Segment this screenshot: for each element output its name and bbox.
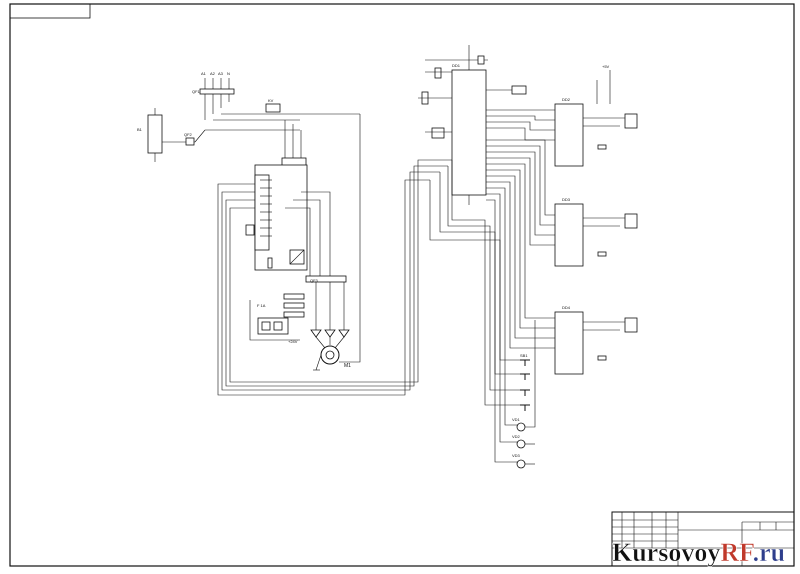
relay-kv xyxy=(265,103,281,113)
led-vd1 xyxy=(516,422,526,432)
button-sb1-label: SB1 xyxy=(520,353,528,358)
led-vd1-label: VD1 xyxy=(512,417,521,422)
stamp-box-top-left xyxy=(9,3,91,19)
connector-dd4 xyxy=(624,317,638,333)
connector-dd2 xyxy=(624,113,638,129)
motor-m1-label: M1 xyxy=(344,363,351,369)
drawing-frame xyxy=(9,3,795,567)
chip-dd3 xyxy=(554,203,584,267)
phase-a-label: A1 xyxy=(201,71,207,76)
chip-dd1-label: DD1 xyxy=(452,63,461,68)
connector-dd3 xyxy=(624,213,638,229)
sensor-block: F 1A +24V xyxy=(249,300,300,344)
chip-dd4 xyxy=(554,311,584,375)
power-input: A1 A2 A3 N QF1 xyxy=(192,71,235,120)
capacitor-c2 xyxy=(597,251,607,257)
fuse-qf2 xyxy=(185,137,195,146)
led-vd3-label: VD3 xyxy=(512,453,521,458)
microcontroller-dd1: DD1 xyxy=(418,45,527,205)
phase-c-label: A3 xyxy=(218,71,224,76)
breaker-qf1-label: QF1 xyxy=(192,89,201,94)
watermark-logo: KursovoyRF.ru xyxy=(612,538,786,568)
capacitor-c1 xyxy=(434,67,442,79)
led-vd2 xyxy=(516,439,526,449)
control-wiring xyxy=(217,159,452,396)
transformer-b1-label: B1 xyxy=(137,127,143,132)
chip-dd4-group: DD4 xyxy=(554,305,638,375)
relay-kv-label: KV xyxy=(268,98,274,103)
chip-dd3-label: DD3 xyxy=(562,197,571,202)
svg-text:KursovoyRF.ru: KursovoyRF.ru xyxy=(612,538,785,567)
chip-dd4-label: DD4 xyxy=(562,305,571,310)
title-block xyxy=(611,511,795,567)
motor-circuit: QF3 M1 xyxy=(283,114,361,371)
chip-dd1 xyxy=(451,69,487,196)
capacitor-c3 xyxy=(597,355,607,361)
svg-text:F 1A: F 1A xyxy=(257,303,266,308)
phase-b-label: A2 xyxy=(210,71,216,76)
chip-dd2-group: DD2 +5V xyxy=(554,64,638,167)
transformer-b1 xyxy=(147,114,163,154)
chip-dd2 xyxy=(554,103,584,167)
breaker-qf3-label: QF3 xyxy=(310,278,319,283)
data-bus xyxy=(429,109,555,463)
v5-label: +5V xyxy=(602,64,610,69)
fuse-qf2-label: QF2 xyxy=(184,132,193,137)
v24-label: +24V xyxy=(288,339,298,344)
breaker-qf1 xyxy=(199,88,235,95)
led-vd3 xyxy=(516,459,526,469)
crystal xyxy=(511,85,527,95)
frequency-converter xyxy=(245,164,308,271)
buttons-group: SB1 xyxy=(520,353,530,411)
breaker-qf3 xyxy=(305,275,347,283)
leds-group: VD1 VD2 VD3 xyxy=(512,320,536,469)
supply-block: B1 QF2 KV xyxy=(137,98,360,162)
led-vd2-label: VD2 xyxy=(512,434,521,439)
neutral-label: N xyxy=(227,71,230,76)
chip-dd3-group: DD3 xyxy=(554,197,638,267)
chip-dd2-label: DD2 xyxy=(562,97,571,102)
